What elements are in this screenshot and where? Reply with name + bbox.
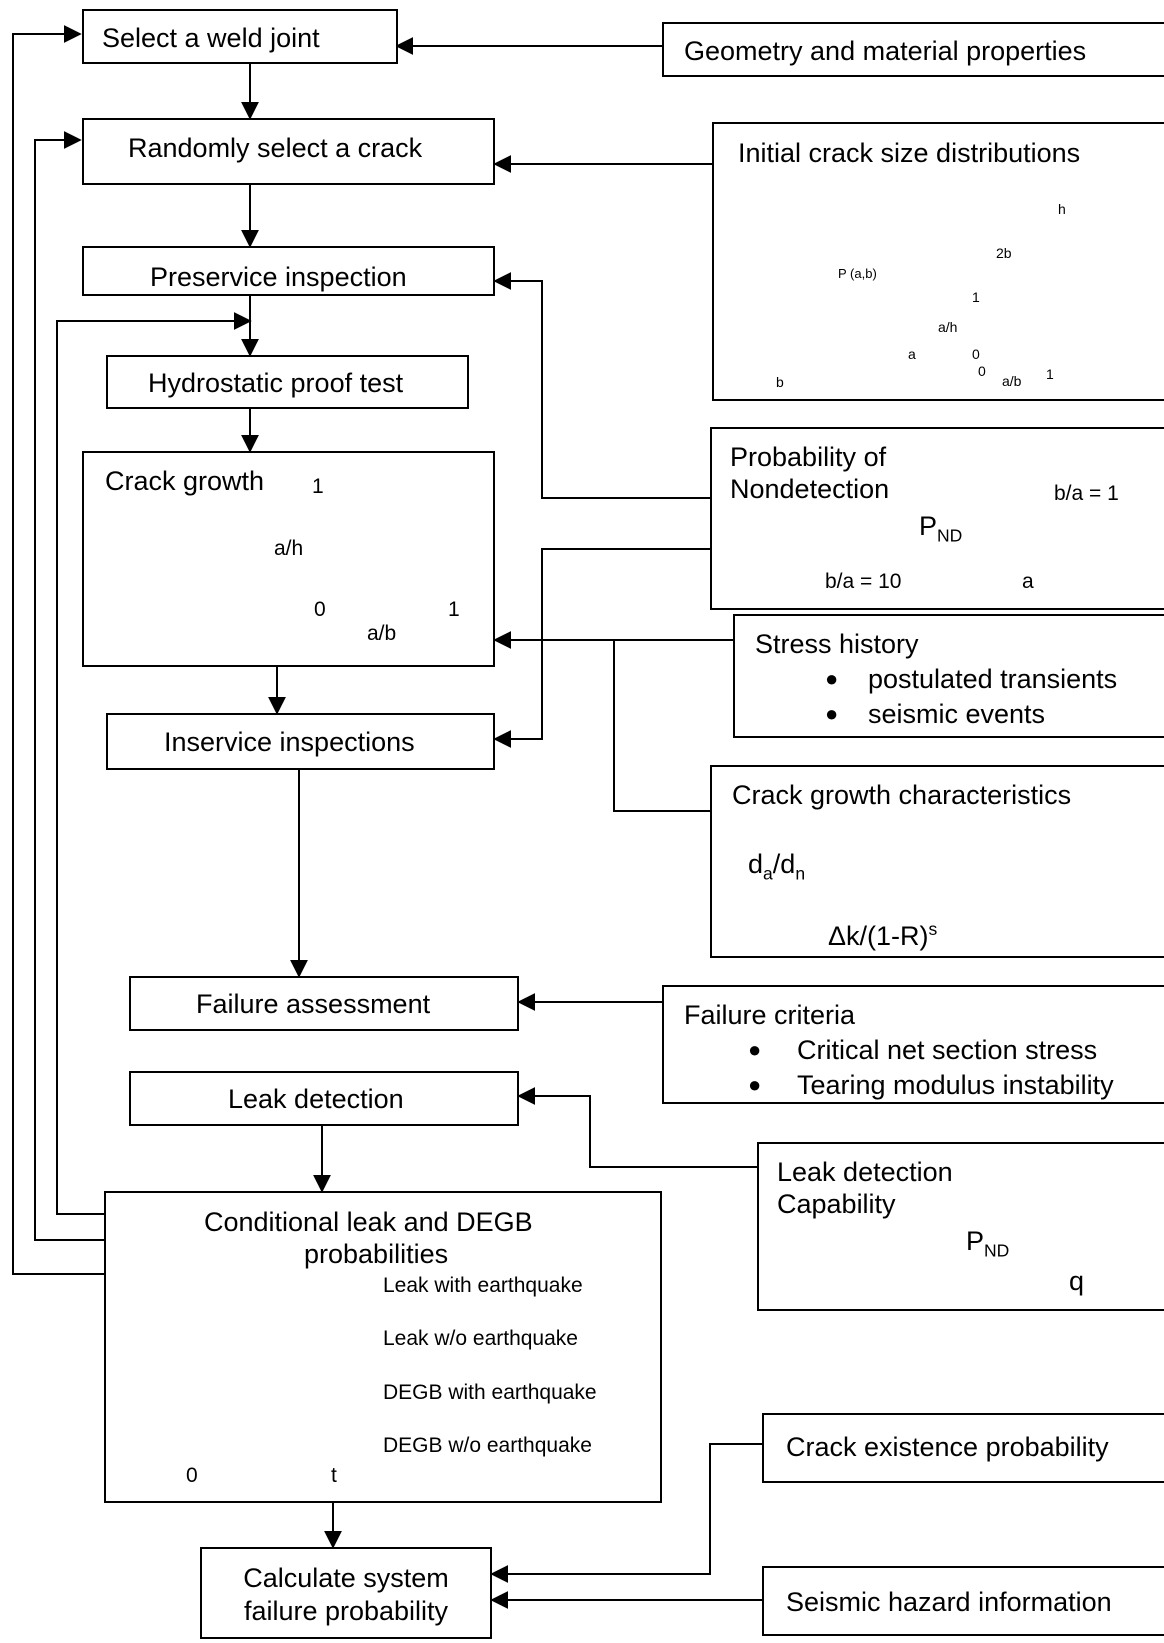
random-crack-label: Randomly select a crack — [128, 133, 423, 163]
loop-to-random-crack — [34, 131, 104, 1241]
failure-assessment-label: Failure assessment — [196, 989, 431, 1019]
curve-label-degb-with-eq: DEGB with earthquake — [383, 1381, 597, 1404]
pnd-title-2: Nondetection — [730, 474, 890, 504]
pnd-curve1-label: b/a = 1 — [1054, 482, 1119, 505]
pnd-y-label: PND — [919, 511, 963, 546]
crack-growth-box: Crack growth a/h 1 0 1 a/b — [82, 451, 495, 667]
preservice-label: Preservice inspection — [150, 262, 407, 292]
geometry-label: Geometry and material properties — [684, 36, 1087, 66]
inservice-label: Inservice inspections — [164, 727, 415, 757]
loop-to-weld-joint — [12, 25, 104, 1275]
leak-capability-x: q — [1069, 1266, 1085, 1296]
crack-growth-y-label: a/h — [274, 537, 304, 560]
pnd-box: Probability of Nondetection PND b/a = 1 … — [710, 427, 1164, 610]
curve-label-degb-wo-eq: DEGB w/o earthquake — [383, 1434, 592, 1457]
crack-growth-x-max: 1 — [448, 598, 460, 621]
leak-capability-box: Leak detection Capability PND q — [757, 1142, 1164, 1311]
arrow-pnd-to-preservice — [493, 272, 712, 499]
initial-crack-grid-x: a/b — [1002, 373, 1022, 389]
pnd-title-1: Probability of — [730, 442, 887, 472]
select-weld-joint-label: Select a weld joint — [102, 23, 320, 53]
conditional-box: Conditional leak and DEGB probabilities … — [104, 1191, 662, 1503]
conditional-x-label: t — [331, 1464, 337, 1487]
arrow-capability-to-leak — [517, 1087, 757, 1168]
initial-crack-grid-one-top: 1 — [972, 289, 980, 305]
hydrostatic-label: Hydrostatic proof test — [148, 368, 404, 398]
stress-history-title: Stress history — [755, 629, 919, 659]
system-failure-line2: failure probability — [243, 1596, 449, 1626]
hydrostatic-box: Hydrostatic proof test — [106, 355, 469, 409]
criteria-item-2: Tearing modulus instability — [797, 1070, 1114, 1100]
geometry-box: Geometry and material properties — [662, 22, 1164, 77]
crack-growth-y-max: 1 — [312, 475, 324, 498]
criteria-bullet-2: ● — [748, 1072, 762, 1097]
pnd-x-label: a — [1022, 570, 1034, 593]
crack-growth-char-x: Δk/(1-R)s — [828, 919, 938, 951]
conditional-origin: 0 — [186, 1464, 198, 1487]
failure-criteria-title: Failure criteria — [684, 1000, 856, 1030]
curve-label-leak-with-eq: Leak with earthquake — [383, 1274, 583, 1297]
initial-crack-2b: 2b — [996, 245, 1012, 261]
criteria-bullet-1: ● — [748, 1037, 762, 1062]
pnd-curve2-label: b/a = 10 — [825, 570, 902, 593]
criteria-item-1: Critical net section stress — [797, 1035, 1098, 1065]
initial-crack-grid-one-right: 1 — [1046, 366, 1054, 382]
select-weld-joint-box: Select a weld joint — [82, 9, 398, 64]
initial-crack-box: Initial crack size distributions h 2b P … — [712, 122, 1164, 401]
failure-assessment-box: Failure assessment — [129, 976, 519, 1031]
initial-crack-grid-zero-x: 0 — [978, 363, 986, 379]
initial-crack-grid-y: a/h — [938, 319, 958, 335]
seismic-hazard-label: Seismic hazard information — [786, 1587, 1112, 1617]
leak-detection-box: Leak detection — [129, 1071, 519, 1126]
leak-capability-title-2: Capability — [777, 1189, 896, 1219]
curve-label-leak-wo-eq: Leak w/o earthquake — [383, 1327, 578, 1350]
initial-crack-grid-zero: 0 — [972, 346, 980, 362]
system-failure-line1: Calculate system — [243, 1563, 449, 1593]
seismic-hazard-box: Seismic hazard information — [762, 1566, 1164, 1636]
leak-detection-label: Leak detection — [228, 1084, 404, 1114]
initial-crack-b: b — [776, 374, 784, 390]
preservice-box: Preservice inspection — [82, 246, 495, 296]
random-crack-box: Randomly select a crack — [82, 118, 495, 185]
leak-capability-title-1: Leak detection — [777, 1157, 953, 1187]
conditional-title-1: Conditional leak and DEGB — [204, 1207, 533, 1237]
crack-growth-char-y: da/dn — [748, 849, 806, 884]
arrow-pnd-to-inservice — [493, 548, 712, 748]
crack-growth-origin: 0 — [314, 598, 326, 621]
line-crack-char-join — [613, 640, 712, 812]
initial-crack-p-label: P (a,b) — [838, 266, 877, 281]
stress-history-box: Stress history ● postulated transients ●… — [733, 614, 1164, 738]
stress-bullet-2: ● — [825, 701, 839, 726]
crack-existence-box: Crack existence probability — [762, 1413, 1164, 1483]
failure-criteria-box: Failure criteria ● Critical net section … — [662, 985, 1164, 1104]
initial-crack-title: Initial crack size distributions — [738, 138, 1081, 168]
stress-bullet-1: ● — [825, 666, 839, 691]
crack-existence-label: Crack existence probability — [786, 1432, 1109, 1462]
leak-capability-y: PND — [966, 1226, 1010, 1261]
crack-growth-title: Crack growth — [105, 466, 265, 496]
initial-crack-h: h — [1058, 201, 1066, 217]
arrow-existence-to-system — [490, 1443, 762, 1583]
stress-item-1: postulated transients — [868, 664, 1118, 694]
crack-growth-x-label: a/b — [367, 622, 397, 645]
inservice-box: Inservice inspections — [106, 713, 495, 770]
crack-growth-char-title: Crack growth characteristics — [732, 780, 1072, 810]
conditional-title-2: probabilities — [304, 1239, 449, 1269]
crack-growth-char-box: Crack growth characteristics da/dn Δk/(1… — [710, 765, 1164, 958]
stress-item-2: seismic events — [868, 699, 1046, 729]
initial-crack-a: a — [908, 346, 916, 362]
system-failure-box: Calculate system failure probability — [200, 1547, 492, 1639]
loop-to-hydro — [56, 312, 252, 1215]
